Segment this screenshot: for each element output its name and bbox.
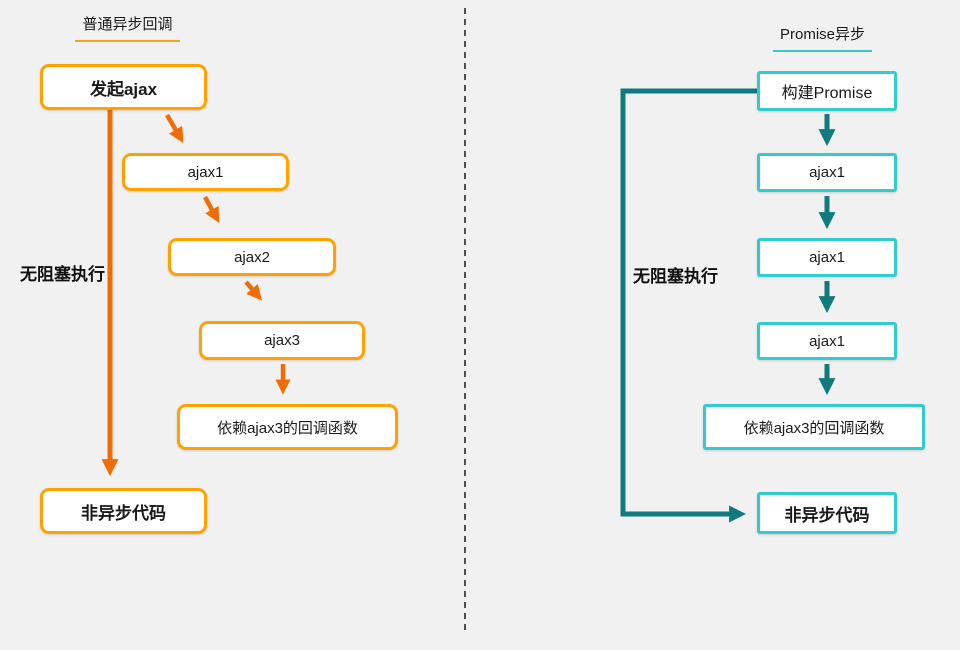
node-right-callback: 依赖ajax3的回调函数 [703, 404, 925, 450]
right-nonblocking-elbow-arrow [620, 88, 757, 523]
right-panel-title-text: Promise异步 [772, 23, 872, 52]
node-left-sync-code: 非异步代码 [40, 488, 207, 534]
node-right-ajax1-a: ajax1 [757, 153, 897, 192]
node-start-ajax: 发起ajax [40, 64, 207, 110]
node-left-ajax3: ajax3 [199, 321, 365, 360]
left-nonblocking-label: 无阻塞执行 [20, 265, 105, 284]
right-panel-title: Promise异步 [750, 23, 895, 52]
left-panel-title-text: 普通异步回调 [75, 13, 180, 42]
node-right-sync-code: 非异步代码 [757, 492, 897, 534]
node-build-promise: 构建Promise [757, 71, 897, 111]
node-right-ajax1-c: ajax1 [757, 322, 897, 360]
node-left-callback: 依赖ajax3的回调函数 [177, 404, 398, 450]
left-arrow-start-to-ajax1 [165, 113, 184, 143]
node-left-ajax1: ajax1 [122, 153, 289, 191]
right-nonblocking-label: 无阻塞执行 [633, 267, 718, 286]
left-panel-title: 普通异步回调 [50, 13, 205, 42]
node-right-ajax1-b: ajax1 [757, 238, 897, 277]
node-left-ajax2: ajax2 [168, 238, 336, 276]
left-arrow-ajax2-to-ajax3 [244, 280, 263, 301]
left-arrow-ajax1-to-ajax2 [203, 195, 220, 224]
